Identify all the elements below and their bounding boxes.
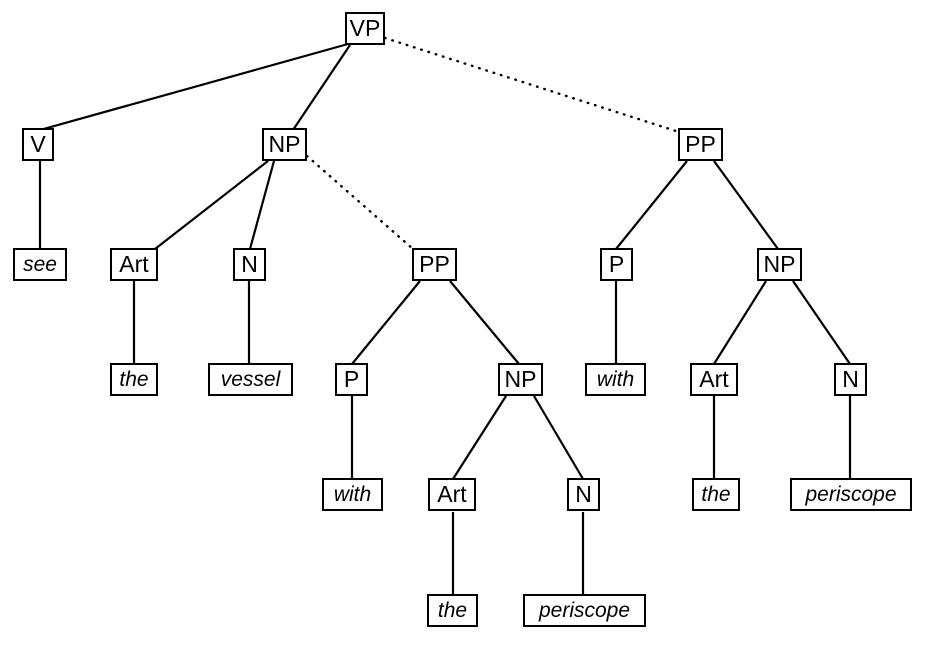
tree-node-art-right: Art — [690, 363, 738, 396]
tree-node-peri-mid: periscope — [523, 594, 646, 627]
tree-node-see: see — [13, 248, 67, 281]
tree-node-np1: NP — [262, 128, 307, 161]
tree-node-n1: N — [233, 248, 266, 281]
tree-node-pp-right: PP — [678, 128, 723, 161]
tree-edge-pp-mid-to-p-mid — [351, 280, 421, 365]
tree-node-with-r: with — [585, 363, 646, 396]
tree-node-art1: Art — [110, 248, 158, 281]
tree-node-p-mid: P — [335, 363, 368, 396]
tree-node-the-mid: the — [427, 594, 478, 627]
tree-node-np-mid: NP — [498, 363, 543, 396]
tree-edge-vp-to-v — [39, 42, 349, 132]
tree-edge-np1-to-art1 — [154, 160, 269, 250]
tree-node-with-m: with — [322, 478, 383, 511]
tree-node-v: V — [22, 128, 54, 161]
tree-node-pp-mid: PP — [412, 248, 457, 281]
tree-edge-vp-to-np1 — [292, 44, 351, 131]
tree-node-p-right: P — [600, 248, 633, 281]
tree-edge-vp-to-pp-right — [383, 36, 681, 134]
tree-node-n-right: N — [834, 363, 867, 396]
tree-edge-np-right-to-n-right — [792, 280, 851, 365]
tree-edge-pp-mid-to-np-mid — [449, 280, 520, 365]
tree-node-the-right: the — [692, 478, 740, 511]
tree-edge-np1-to-n1 — [248, 160, 276, 250]
tree-node-vp: VP — [345, 12, 385, 45]
tree-node-vessel: vessel — [208, 363, 293, 396]
tree-node-peri-right: periscope — [790, 478, 912, 511]
tree-node-n-mid: N — [567, 478, 600, 511]
tree-edge-pp-right-to-np-right — [713, 160, 779, 250]
tree-node-the1: the — [110, 363, 158, 396]
tree-edge-np-right-to-art-right — [713, 280, 767, 365]
tree-edge-pp-right-to-p-right — [615, 160, 688, 250]
tree-node-np-right: NP — [757, 248, 802, 281]
tree-edge-np1-to-pp-mid — [305, 154, 415, 251]
tree-node-art-mid: Art — [428, 478, 476, 511]
tree-edge-np-mid-to-n-mid — [533, 395, 584, 480]
tree-edge-np-mid-to-art-mid — [452, 395, 507, 480]
